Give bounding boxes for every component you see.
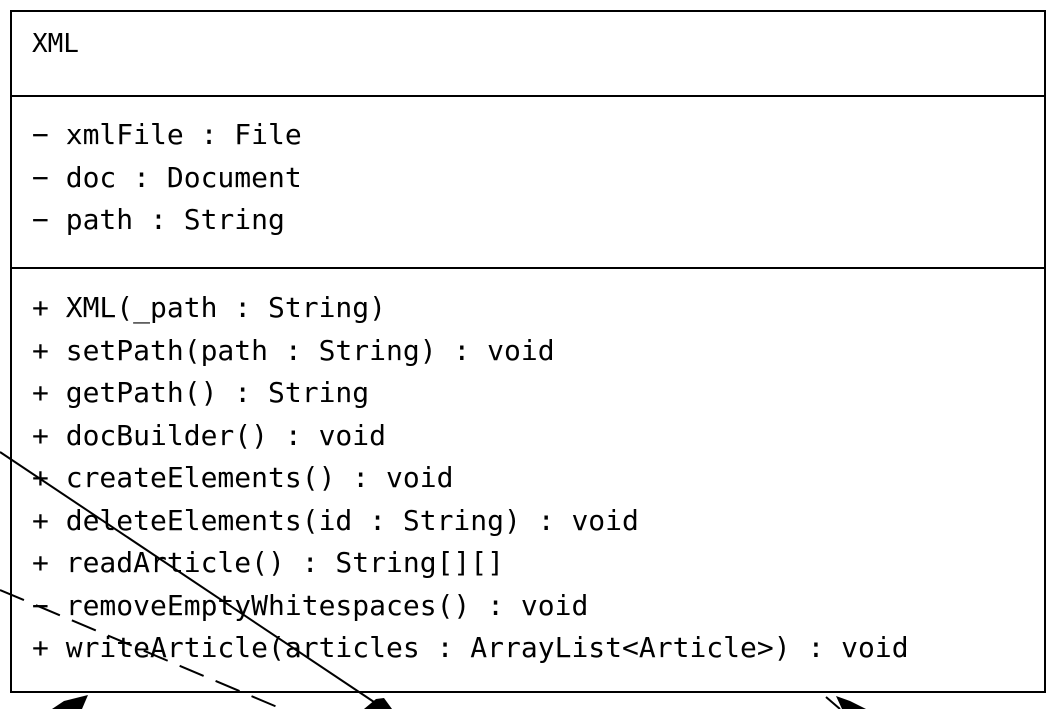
attributes-compartment: − xmlFile : File − doc : Document − path… bbox=[12, 97, 1044, 269]
xml-class-box[interactable]: XML − xmlFile : File − doc : Document − … bbox=[10, 10, 1046, 693]
attribute-list: − xmlFile : File − doc : Document − path… bbox=[32, 114, 302, 242]
operation-getpath: + getPath() : String bbox=[32, 376, 370, 409]
operation-removeemptywhitespaces: − removeEmptyWhitespaces() : void bbox=[32, 588, 589, 622]
arrowhead-right-icon bbox=[836, 696, 866, 709]
class-name-compartment: XML bbox=[12, 12, 1044, 97]
operation-writearticle: + writeArticle(articles : ArrayList<Arti… bbox=[32, 631, 909, 664]
operations-compartment: + XML(_path : String) + setPath(path : S… bbox=[12, 269, 1044, 691]
operation-constructor: + XML(_path : String) bbox=[32, 291, 387, 324]
arrowhead-left-icon bbox=[52, 695, 88, 709]
association-line-right bbox=[825, 696, 841, 709]
arrowhead-center-icon bbox=[364, 698, 392, 709]
operation-deleteelements: + deleteElements(id : String) : void bbox=[32, 503, 639, 537]
operation-readarticle: + readArticle() : String[][] bbox=[32, 546, 505, 579]
operation-list: + XML(_path : String) + setPath(path : S… bbox=[32, 287, 909, 670]
operation-docbuilder: + docBuilder() : void bbox=[32, 418, 387, 452]
attribute-xmlfile: − xmlFile : File bbox=[32, 118, 302, 151]
operation-createelements: + createElements() : void bbox=[32, 461, 454, 494]
attribute-doc: − doc : Document bbox=[32, 160, 302, 194]
operation-setpath: + setPath(path : String) : void bbox=[32, 333, 555, 367]
attribute-path: − path : String bbox=[32, 203, 285, 236]
class-name: XML bbox=[32, 29, 79, 59]
